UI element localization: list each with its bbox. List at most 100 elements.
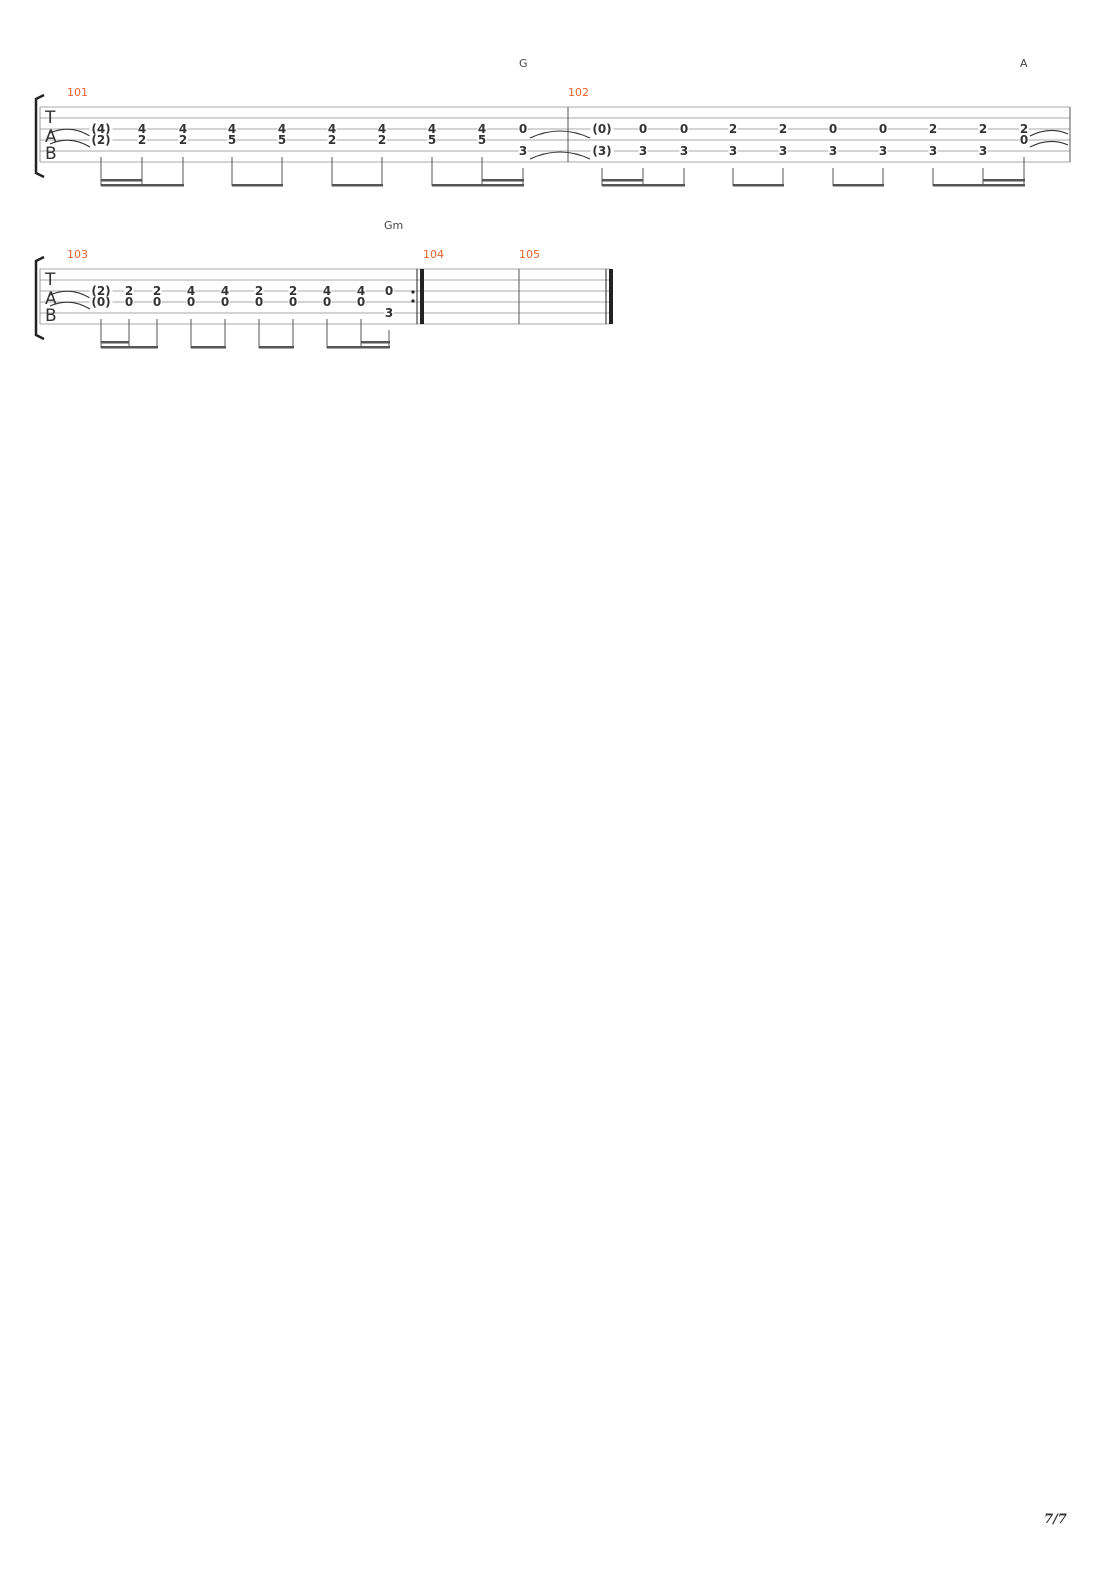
fret-number: 3 [829, 144, 837, 158]
fret-number-bg [89, 134, 113, 145]
fret-number: 0 [829, 122, 837, 136]
fret-number: 3 [680, 144, 688, 158]
fret-number-bg [518, 145, 528, 156]
fret-number-bg [928, 145, 938, 156]
fret-number-bg [728, 123, 738, 134]
fret-number: 4 [357, 284, 365, 298]
fret-number-bg [124, 296, 134, 307]
repeat-dot [411, 299, 415, 303]
measure-number: 102 [568, 86, 589, 99]
fret-number: 3 [929, 144, 937, 158]
fret-number-bg [878, 123, 888, 134]
fret-number-bg [728, 145, 738, 156]
fret-number-bg [638, 123, 648, 134]
tab-clef-t: T [44, 108, 56, 128]
fret-number: 4 [378, 122, 386, 136]
system-bracket [34, 93, 45, 179]
fret-number: 2 [1020, 122, 1028, 136]
fret-number: 5 [428, 133, 436, 147]
fret-number: 2 [779, 122, 787, 136]
tie-curve [49, 128, 91, 137]
fret-number: 2 [729, 122, 737, 136]
fret-number: 4 [428, 122, 436, 136]
fret-number-bg [186, 296, 196, 307]
fret-number-bg [89, 296, 113, 307]
fret-number-bg [590, 145, 614, 156]
fret-number-bg [277, 134, 287, 145]
fret-number-bg [377, 134, 387, 145]
fret-number-bg [356, 285, 366, 296]
tab-notes: (4)(2)424245454242454503(0)(3)0303232303… [89, 122, 1029, 158]
system-bracket [34, 255, 45, 341]
fret-number: 4 [323, 284, 331, 298]
page-number: 7/7 [1044, 1512, 1067, 1527]
fret-number: (3) [592, 144, 611, 158]
repeat-dot [411, 290, 415, 294]
fret-number-bg [477, 134, 487, 145]
fret-number: 2 [289, 284, 297, 298]
fret-number-bg [427, 134, 437, 145]
fret-number-bg [679, 123, 689, 134]
fret-number-bg [679, 145, 689, 156]
beam-bars [101, 341, 390, 349]
measure-number: 103 [67, 248, 88, 261]
fret-number-bg [152, 296, 162, 307]
fret-number: 0 [879, 122, 887, 136]
fret-number: 4 [138, 122, 146, 136]
thick-barline [420, 269, 424, 324]
fret-number-bg [152, 285, 162, 296]
fret-number-bg [377, 123, 387, 134]
fret-number: 2 [255, 284, 263, 298]
fret-number: 0 [323, 295, 331, 309]
fret-number: 0 [519, 122, 527, 136]
fret-number: 0 [1020, 133, 1028, 147]
measure-number: 104 [423, 248, 444, 261]
fret-number-bg [220, 296, 230, 307]
fret-number: 2 [153, 284, 161, 298]
fret-number-bg [828, 145, 838, 156]
fret-number-bg [778, 123, 788, 134]
fret-number-bg [1019, 123, 1029, 134]
fret-number: (2) [91, 133, 110, 147]
fret-number-bg [356, 296, 366, 307]
fret-number: 5 [278, 133, 286, 147]
beam-bars [101, 179, 1025, 187]
fret-number-bg [327, 134, 337, 145]
fret-number: 0 [255, 295, 263, 309]
chord-name: G [519, 57, 528, 70]
fret-number-bg [254, 285, 264, 296]
fret-number: 0 [289, 295, 297, 309]
rhythm-beams [100, 319, 390, 348]
fret-number: 0 [221, 295, 229, 309]
fret-number: 4 [228, 122, 236, 136]
fret-number-bg [477, 123, 487, 134]
fret-number-bg [427, 123, 437, 134]
fret-number-bg [137, 134, 147, 145]
fret-number: 2 [328, 133, 336, 147]
staff-lines [40, 106, 1070, 163]
fret-number: 2 [125, 284, 133, 298]
fret-number: 0 [125, 295, 133, 309]
fret-number-bg [828, 123, 838, 134]
fret-number: 2 [979, 122, 987, 136]
fret-number: 5 [478, 133, 486, 147]
fret-number: 0 [153, 295, 161, 309]
fret-number: 4 [187, 284, 195, 298]
fret-number: 4 [478, 122, 486, 136]
fret-number: 3 [519, 144, 527, 158]
fret-number: 2 [929, 122, 937, 136]
fret-number-bg [778, 145, 788, 156]
fret-number: 0 [187, 295, 195, 309]
rhythm-beams [100, 157, 1025, 186]
tie-curve [49, 139, 91, 148]
fret-number: 4 [221, 284, 229, 298]
tab-clef-b: B [45, 144, 57, 164]
fret-number-bg [322, 285, 332, 296]
fret-number-bg [288, 285, 298, 296]
fret-number: 3 [729, 144, 737, 158]
fret-number-bg [638, 145, 648, 156]
chord-name: Gm [384, 219, 403, 232]
fret-number-bg [137, 123, 147, 134]
